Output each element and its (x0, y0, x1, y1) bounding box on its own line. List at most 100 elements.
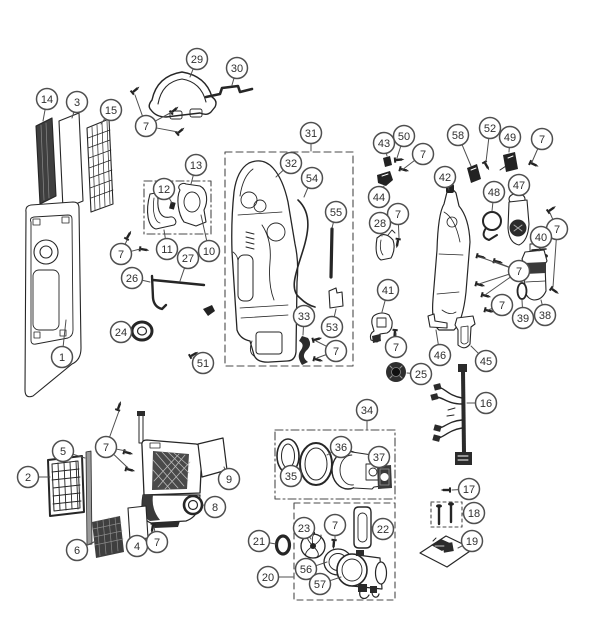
svg-text:34: 34 (361, 405, 373, 417)
part-hook-rod-26 (150, 274, 168, 311)
svg-text:46: 46 (434, 350, 446, 362)
svg-text:7: 7 (420, 149, 426, 161)
part-filter-2 (47, 455, 85, 517)
svg-text:17: 17 (463, 484, 475, 496)
part-dust-bag-1 (24, 201, 82, 398)
callout-10: 10 (197, 214, 221, 263)
svg-text:38: 38 (539, 310, 551, 322)
svg-text:7: 7 (154, 537, 160, 549)
screw-icon (129, 84, 142, 96)
svg-text:18: 18 (468, 508, 480, 520)
callout-55: 55 (324, 200, 348, 229)
callout-15: 15 (99, 98, 123, 125)
svg-text:12: 12 (158, 184, 170, 196)
callout-54: 54 (300, 166, 324, 198)
svg-text:29: 29 (191, 54, 203, 66)
svg-text:41: 41 (382, 285, 394, 297)
svg-text:31: 31 (305, 128, 317, 140)
part-clip-12 (169, 201, 176, 210)
part-clip-small (203, 305, 215, 316)
part-bracket-44 (377, 171, 393, 186)
callout-47: 47 (507, 173, 531, 197)
callout-4: 4 (125, 534, 149, 558)
part-oring-21 (274, 534, 292, 556)
callout-7: 7 (134, 94, 179, 138)
part-plate-19 (419, 535, 474, 568)
callout-12: 12 (152, 177, 176, 204)
part-cord-54 (293, 199, 316, 308)
svg-text:7: 7 (539, 134, 545, 146)
svg-text:7: 7 (393, 342, 399, 354)
part-ring-36 (299, 442, 333, 486)
svg-text:45: 45 (480, 356, 492, 368)
svg-text:55: 55 (330, 207, 342, 219)
part-clamp-left-11 (147, 192, 177, 230)
screw-icon (174, 125, 187, 137)
svg-text:2: 2 (25, 472, 31, 484)
part-strip-5 (85, 450, 93, 546)
callout-21: 21 (247, 529, 277, 553)
callout-7: 7 (487, 293, 514, 317)
callout-58: 58 (446, 123, 472, 167)
callout-16: 16 (466, 391, 498, 415)
part-plate-53 (328, 287, 344, 309)
part-wheel-25 (386, 362, 406, 382)
svg-text:10: 10 (203, 246, 215, 258)
part-wire-harness-16 (430, 364, 472, 465)
callout-1: 1 (50, 319, 74, 369)
part-bracket-41 (369, 312, 393, 343)
svg-text:48: 48 (488, 187, 500, 199)
callout-37: 37 (367, 445, 391, 469)
callout-7: 7 (145, 526, 169, 554)
screw-icon (481, 159, 493, 173)
part-panel-3 (58, 112, 84, 210)
screw-icon (123, 228, 135, 242)
callout-39: 39 (511, 299, 535, 330)
svg-text:5: 5 (60, 446, 66, 458)
callout-33: 33 (292, 304, 316, 336)
svg-text:7: 7 (332, 520, 338, 532)
svg-text:7: 7 (333, 346, 339, 358)
svg-text:42: 42 (439, 172, 451, 184)
screw-icon (393, 156, 406, 164)
callout-7: 7 (109, 239, 141, 266)
svg-text:8: 8 (212, 502, 218, 514)
part-bracket-49 (499, 152, 518, 172)
part-rod-30 (204, 84, 254, 99)
callout-8: 8 (202, 495, 227, 519)
callout-3: 3 (65, 90, 89, 119)
screw-icon (123, 465, 137, 475)
callout-22: 22 (371, 517, 395, 541)
screw-icon (545, 203, 558, 215)
svg-text:36: 36 (335, 442, 347, 454)
callout-44: 44 (367, 185, 391, 209)
group-boxes-layer (143, 151, 463, 601)
callout-7: 7 (530, 127, 554, 163)
callout-29: 29 (185, 47, 209, 78)
part-clamp-right-10 (177, 182, 208, 227)
svg-text:25: 25 (415, 369, 427, 381)
svg-text:14: 14 (41, 94, 53, 106)
callout-7: 7 (401, 142, 435, 171)
part-oring-39 (516, 282, 528, 300)
callout-7: 7 (323, 513, 347, 541)
svg-text:57: 57 (314, 579, 326, 591)
part-grid-6 (92, 516, 124, 558)
callout-36: 36 (326, 435, 353, 459)
svg-text:51: 51 (197, 358, 209, 370)
part-grid-filter-15 (86, 118, 114, 213)
svg-text:3: 3 (74, 97, 80, 109)
group-box-34 (274, 429, 396, 500)
screw-icon (397, 165, 411, 175)
svg-text:1: 1 (59, 352, 65, 364)
callout-17: 17 (451, 477, 481, 501)
part-gasket-22 (353, 506, 372, 549)
callout-19: 19 (457, 529, 484, 553)
svg-text:7: 7 (103, 442, 109, 454)
svg-text:16: 16 (480, 398, 492, 410)
callout-7: 7 (94, 410, 129, 469)
callout-28: 28 (368, 211, 392, 237)
svg-text:49: 49 (504, 132, 516, 144)
svg-text:21: 21 (253, 536, 265, 548)
